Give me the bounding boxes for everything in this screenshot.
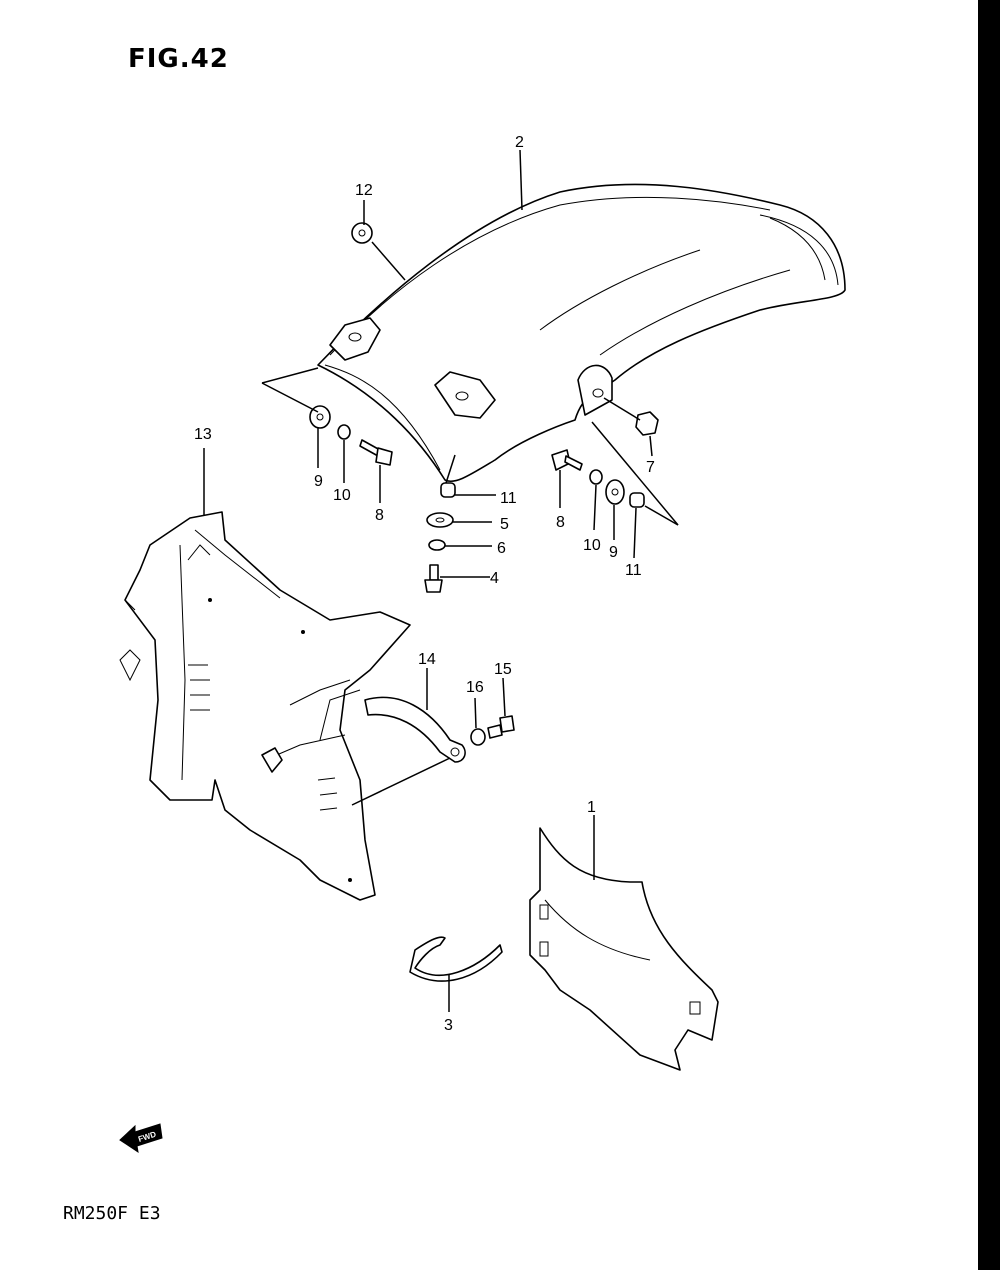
model-code: RM250F E3 (63, 1203, 161, 1224)
callout-10a: 10 (333, 487, 351, 504)
callout-3: 3 (444, 1017, 453, 1034)
band-clamp-part[interactable] (409, 936, 503, 982)
callout-2: 2 (515, 134, 524, 151)
collar-11-right[interactable] (629, 492, 645, 508)
bracket-part[interactable] (364, 696, 466, 763)
bolt-8-right[interactable] (551, 449, 583, 471)
nut-7[interactable] (635, 411, 659, 436)
side-number-plate-part[interactable] (119, 511, 411, 901)
washer-9-right[interactable] (605, 479, 625, 505)
lock-washer-16[interactable] (470, 728, 486, 746)
bolt-8-left[interactable] (359, 439, 393, 466)
callout-14: 14 (418, 651, 436, 668)
bolt-4[interactable] (424, 564, 443, 593)
fwd-arrow-icon: FWD (119, 1123, 163, 1154)
callout-1: 1 (587, 799, 596, 816)
bolt-15[interactable] (487, 715, 515, 739)
leader-lines (203, 149, 679, 1012)
page-edge-border (978, 0, 1000, 1270)
collar-11-left[interactable] (440, 482, 456, 498)
callout-labels: 1 2 3 4 5 6 7 8 8 9 9 10 10 11 11 12 13 … (194, 134, 655, 1034)
callout-8a: 8 (375, 507, 384, 524)
callout-13: 13 (194, 426, 212, 443)
callout-15: 15 (494, 661, 512, 678)
callout-6: 6 (497, 540, 506, 557)
callout-10b: 10 (583, 537, 601, 554)
callout-11b: 11 (625, 562, 642, 579)
callout-7: 7 (646, 459, 655, 476)
lock-washer-10-right[interactable] (589, 469, 603, 485)
lock-washer-10-left[interactable] (337, 424, 351, 440)
washer-5[interactable] (426, 512, 454, 528)
callout-8b: 8 (556, 514, 565, 531)
washer-9-left[interactable] (309, 405, 331, 429)
callout-9b: 9 (609, 544, 618, 561)
figure-title: FIG.42 (128, 44, 229, 74)
callout-12: 12 (355, 182, 373, 199)
callout-9a: 9 (314, 473, 323, 490)
rear-fender-part[interactable] (317, 183, 846, 482)
lock-washer-6[interactable] (428, 539, 446, 551)
callout-5: 5 (500, 516, 509, 533)
callout-4: 4 (490, 570, 499, 587)
washer-12[interactable] (351, 222, 373, 244)
callout-11a: 11 (500, 490, 517, 507)
callout-16: 16 (466, 679, 484, 696)
side-cover-part[interactable] (529, 827, 719, 1071)
